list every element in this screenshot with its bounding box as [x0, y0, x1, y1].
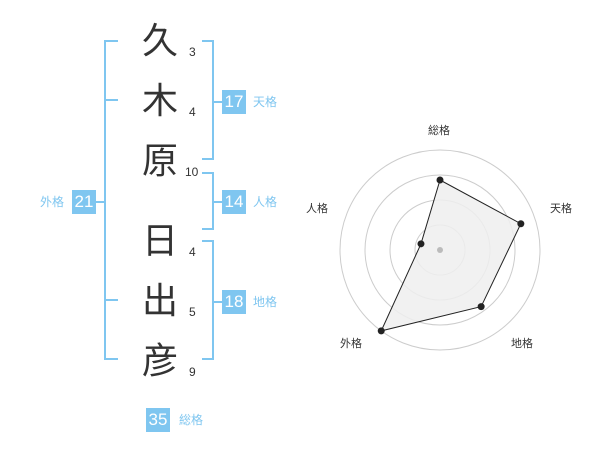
name-char-1: 久: [141, 21, 178, 62]
tenkaku-bracket-top: [202, 40, 214, 42]
radar-point-5: [417, 240, 425, 248]
tenkaku-badge: 17: [222, 90, 246, 114]
stroke-count-2: 4: [189, 105, 196, 119]
radar-center: [437, 247, 443, 253]
gaikaku-tick-1: [104, 99, 118, 101]
gaikaku-tick-2: [104, 299, 118, 301]
jinkaku-label: 人格: [253, 195, 278, 209]
jinkaku-badge: 14: [222, 190, 246, 214]
name-char-5: 出: [141, 281, 178, 322]
stroke-count-6: 9: [189, 365, 196, 379]
jinkaku-connector: [212, 201, 222, 203]
name-char-3: 原: [141, 141, 178, 182]
gaikaku-bracket-vertical: [104, 40, 106, 360]
radar-polygon: [380, 179, 522, 332]
stroke-count-5: 5: [189, 305, 196, 319]
gaikaku-badge: 21: [72, 190, 96, 214]
radar-point-3: [477, 303, 485, 311]
soukaku-badge: 35: [146, 408, 170, 432]
gaikaku-bracket-bottom: [104, 358, 118, 360]
radar-ring-1: [414, 224, 466, 276]
radar-point-2: [517, 220, 525, 228]
tenkaku-label: 天格: [253, 95, 278, 109]
gaikaku-connector: [96, 201, 106, 203]
radar-label-gaikaku: 外格: [340, 337, 362, 350]
chikaku-label: 地格: [253, 295, 278, 309]
chikaku-bracket-vertical: [212, 240, 214, 360]
radar-ring-4: [339, 149, 541, 351]
radar-label-tenkaku: 天格: [550, 202, 572, 215]
radar-label-chikaku: 地格: [511, 337, 533, 350]
radar-label-soukaku: 総格: [428, 124, 450, 137]
jinkaku-bracket-bottom: [202, 228, 214, 230]
jinkaku-bracket-top: [202, 172, 214, 174]
radar-ring-2: [389, 199, 491, 301]
chikaku-bracket-top: [202, 240, 214, 242]
gaikaku-bracket-top: [104, 40, 118, 42]
tenkaku-connector: [212, 101, 222, 103]
tenkaku-bracket-vertical: [212, 40, 214, 160]
gaikaku-label: 外格: [40, 195, 65, 209]
soukaku-label: 総格: [179, 413, 204, 427]
chikaku-connector: [212, 301, 222, 303]
chikaku-bracket-bottom: [202, 358, 214, 360]
radar-label-jinkaku: 人格: [306, 202, 328, 215]
radar-point-4: [377, 327, 385, 335]
name-char-2: 木: [141, 81, 178, 122]
stroke-count-1: 3: [189, 45, 196, 59]
tenkaku-bracket-bottom: [202, 158, 214, 160]
name-char-4: 日: [141, 221, 178, 262]
stroke-count-3: 10: [185, 165, 199, 179]
name-char-6: 彦: [141, 341, 178, 382]
radar-ring-3: [364, 174, 516, 326]
stroke-count-4: 4: [189, 245, 196, 259]
radar-point-1: [436, 176, 444, 184]
chikaku-badge: 18: [222, 290, 246, 314]
